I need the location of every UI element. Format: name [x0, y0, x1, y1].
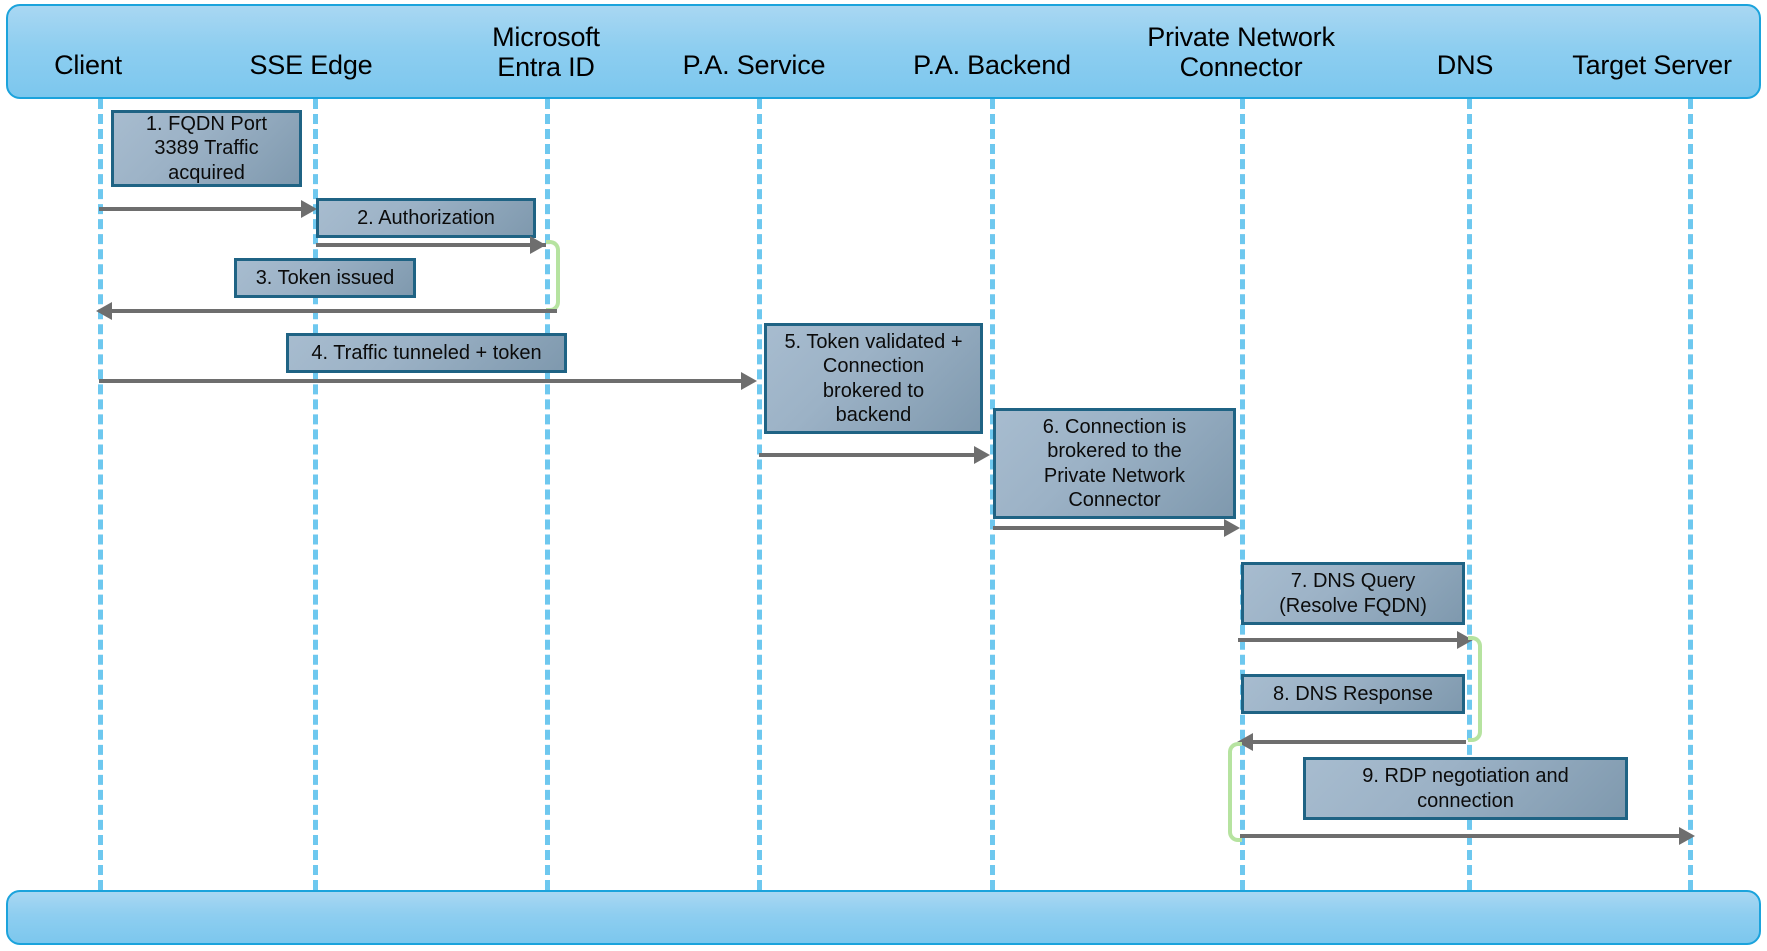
- lifeline-target: [1688, 99, 1693, 890]
- arrow-step-2: [316, 243, 546, 247]
- lifeline-connector: [1240, 99, 1245, 890]
- message-box-step-6: 6. Connection is brokered to the Private…: [993, 408, 1236, 519]
- arrow-step-1: [99, 207, 304, 211]
- participant-label-pa-backend: P.A. Backend: [913, 50, 1071, 80]
- arrow-step-7: [1238, 638, 1462, 642]
- arrow-step-6: [993, 526, 1227, 530]
- lifeline-sse-edge: [313, 99, 318, 890]
- arrowhead-step-3: [96, 302, 112, 320]
- participant-label-sse-edge: SSE Edge: [249, 50, 373, 80]
- arrow-step-3: [105, 309, 557, 313]
- message-box-step-1: 1. FQDN Port 3389 Traffic acquired: [111, 110, 302, 187]
- lifeline-entra-id: [545, 99, 550, 890]
- message-box-step-9: 9. RDP negotiation and connection: [1303, 757, 1628, 820]
- lifeline-dns: [1467, 99, 1472, 890]
- message-box-step-5: 5. Token validated + Connection brokered…: [764, 323, 983, 434]
- participant-header-band: [6, 4, 1761, 99]
- participant-footer-band: [6, 890, 1761, 945]
- arrow-step-8: [1246, 740, 1466, 744]
- participant-label-target-server: Target Server: [1572, 50, 1732, 80]
- arrowhead-step-9: [1679, 827, 1695, 845]
- participant-label-pa-service: P.A. Service: [682, 50, 826, 80]
- arrowhead-step-2: [530, 236, 546, 254]
- arrowhead-step-6: [1224, 519, 1240, 537]
- participant-label-client: Client: [54, 50, 122, 80]
- message-box-step-3: 3. Token issued: [234, 258, 416, 298]
- arrow-step-5: [759, 453, 977, 457]
- participant-label-private-network-connector: Private Network Connector: [1147, 22, 1335, 83]
- message-box-step-8: 8. DNS Response: [1241, 674, 1465, 714]
- message-box-step-2: 2. Authorization: [316, 198, 536, 238]
- arrowhead-step-1: [301, 200, 317, 218]
- arrowhead-step-5: [974, 446, 990, 464]
- participant-label-microsoft-entra-id: Microsoft Entra ID: [492, 22, 600, 83]
- lifeline-pa-backend: [990, 99, 995, 890]
- arrowhead-step-4: [741, 372, 757, 390]
- lifeline-pa-service: [757, 99, 762, 890]
- activation-bracket-dns: [1468, 636, 1482, 742]
- message-box-step-4: 4. Traffic tunneled + token: [286, 333, 567, 373]
- activation-bracket-connector: [1228, 742, 1242, 842]
- arrow-step-4: [99, 379, 745, 383]
- activation-bracket-entra-id: [546, 240, 560, 312]
- arrow-step-9: [1240, 834, 1683, 838]
- lifeline-client: [98, 99, 103, 890]
- message-box-step-7: 7. DNS Query (Resolve FQDN): [1241, 562, 1465, 625]
- participant-label-dns: DNS: [1436, 50, 1494, 80]
